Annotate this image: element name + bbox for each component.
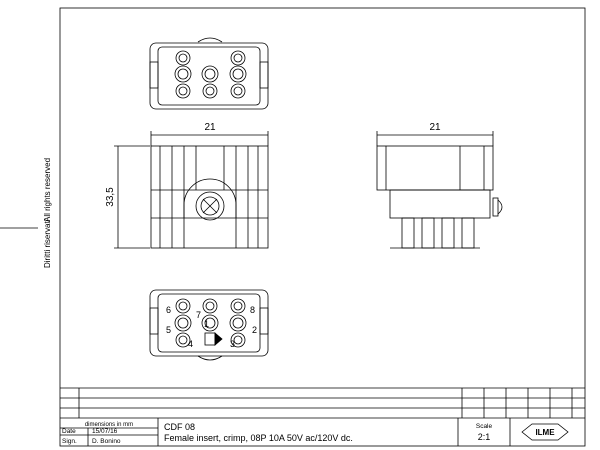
scale-label: Scale	[476, 423, 493, 430]
rights-reserved-it: Diritti riservati	[43, 219, 52, 268]
top-face-view	[149, 37, 269, 110]
bottom-face-view	[149, 289, 269, 361]
pin-number-6: 6	[166, 305, 171, 315]
date-label: Date	[62, 428, 76, 435]
height-dimension: 33,5	[105, 187, 116, 207]
pin-number-8: 8	[250, 305, 255, 315]
pin-number-4: 4	[188, 339, 193, 349]
title-block	[60, 387, 585, 446]
pin-number-7: 7	[196, 310, 201, 320]
scale-value: 2:1	[478, 432, 491, 442]
sign-value: D. Bonino	[92, 438, 121, 445]
pin-number-5: 5	[166, 325, 171, 335]
date-value: 15/07/16	[92, 428, 118, 435]
sheet-frame	[59, 7, 586, 447]
units-note: dimensions in mm	[85, 422, 133, 428]
ilme-logo-frame	[521, 423, 569, 441]
sign-label: Sign.	[62, 438, 77, 445]
width-dimension-side: 21	[429, 122, 441, 133]
pin-number-3: 3	[230, 339, 235, 349]
rights-reserved-en: All rights reserved	[43, 158, 52, 222]
width-dimension-front: 21	[204, 122, 216, 133]
pin-number-2: 2	[252, 325, 257, 335]
part-description: Female insert, crimp, 08P 10A 50V ac/120…	[164, 433, 353, 443]
side-view	[376, 131, 503, 249]
ilme-logo-text: ILME	[535, 428, 555, 437]
front-view	[114, 131, 269, 249]
pin-number-1: 1	[204, 319, 209, 329]
part-code: CDF 08	[164, 422, 195, 432]
